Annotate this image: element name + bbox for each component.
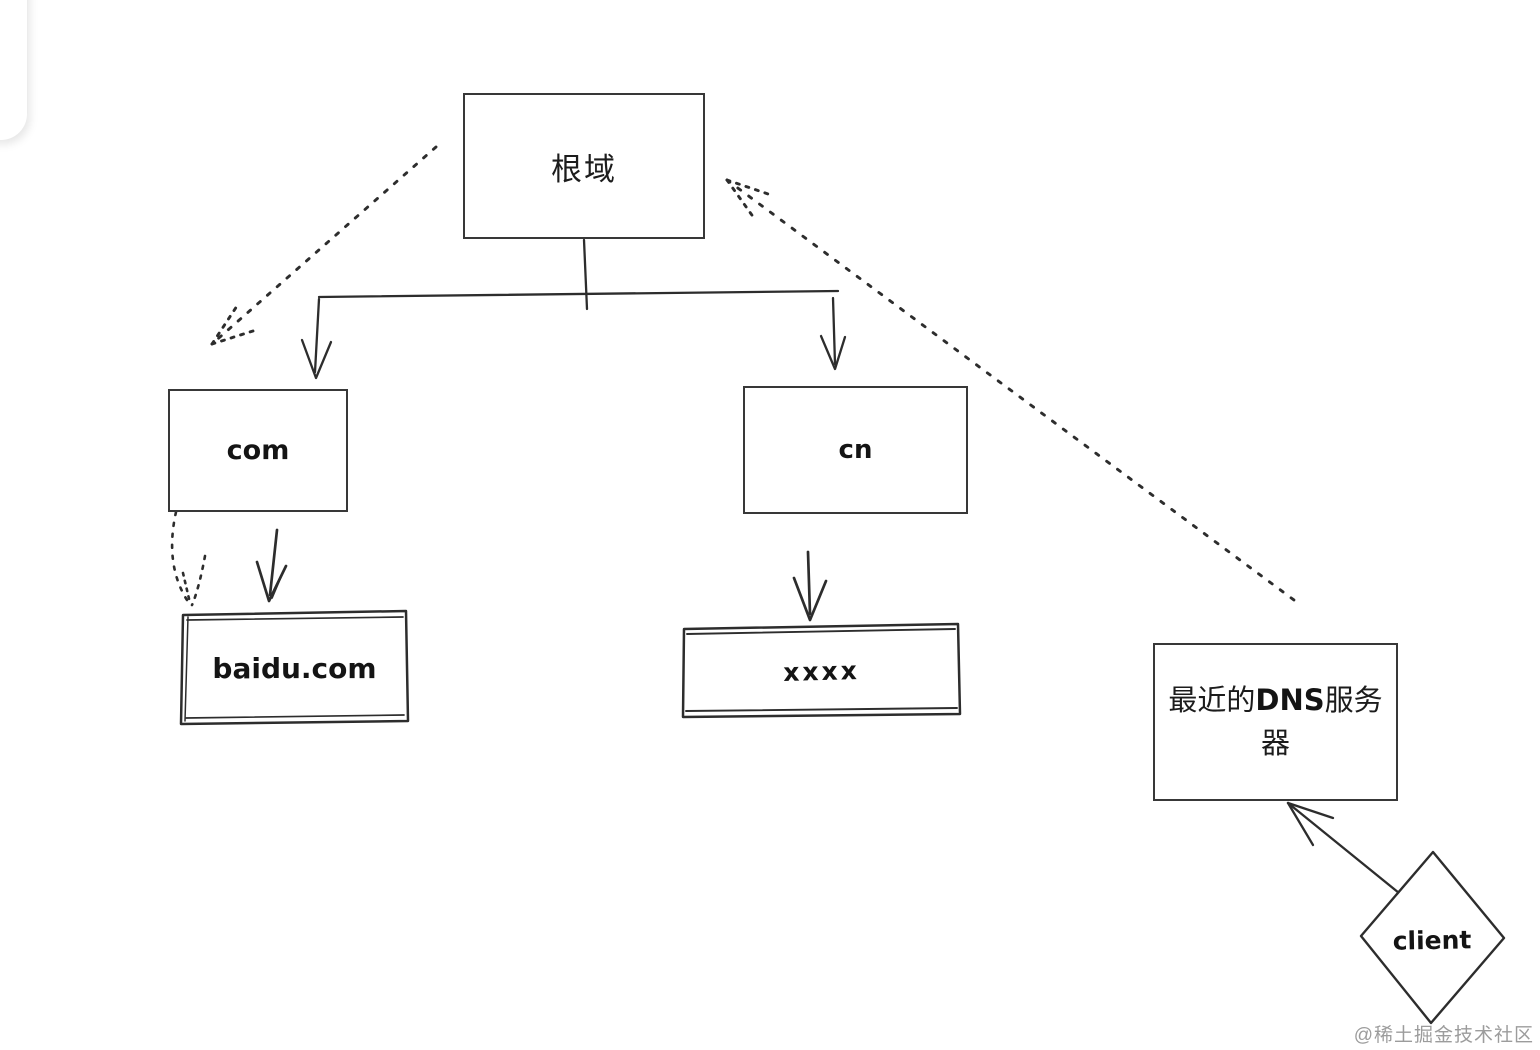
xxxx-box-outline	[681, 622, 962, 719]
edge-root-stem	[582, 238, 589, 311]
edge-dotted-dns-to-root-barb1	[725, 178, 756, 220]
node-com: com	[168, 389, 348, 512]
edge-client-to-dns-barb2	[1286, 801, 1315, 847]
edge-dotted-dns-to-root-shaft	[725, 178, 1300, 605]
node-cn: cn	[743, 386, 968, 514]
edge-root-connector	[317, 289, 840, 299]
node-baidu-label: baidu.com	[212, 651, 377, 685]
node-root-domain-label: 根域	[551, 151, 617, 187]
node-cn-label: cn	[838, 435, 873, 465]
corner-card-fragment	[0, 0, 27, 140]
edge-root-to-cn-arrowhead	[819, 334, 847, 371]
node-root-domain: 根域	[463, 93, 705, 239]
baidu-box-outline	[179, 609, 410, 726]
node-dns-server: 最近的DNS服务 器	[1153, 643, 1398, 801]
edge-com-to-baidu-shaft	[268, 528, 279, 597]
edge-dotted-root-left-barb2	[210, 329, 255, 346]
node-com-label: com	[226, 435, 290, 466]
baidu-box-top-double	[186, 616, 404, 621]
node-dns-server-label-line2: 器	[1260, 727, 1290, 760]
node-xxxx-label: xxxx	[782, 656, 861, 687]
edge-dotted-com-to-baidu-barb2	[181, 571, 192, 605]
edge-client-to-dns-barb1	[1286, 801, 1335, 820]
node-dns-server-label-line1: 最近的DNS服务	[1168, 683, 1383, 718]
edge-root-to-cn-shaft	[831, 296, 837, 366]
edge-cn-to-xxxx-shaft	[806, 550, 812, 616]
edge-dotted-com-to-baidu-barb1	[190, 554, 207, 607]
edge-dotted-root-left-shaft	[210, 145, 438, 346]
edge-dotted-root-left-barb1	[210, 304, 239, 346]
dns-acronym: DNS	[1255, 683, 1325, 718]
edge-root-to-com-shaft	[313, 297, 321, 374]
edge-client-to-dns-shaft	[1286, 801, 1401, 895]
edge-dotted-dns-to-root-barb2	[725, 178, 776, 198]
node-client-label: client	[1392, 924, 1472, 956]
watermark: @稀土掘金技术社区	[1353, 1025, 1534, 1046]
edge-dotted-com-to-baidu-shaft	[170, 510, 193, 608]
client-diamond	[1359, 850, 1506, 1025]
edge-root-to-com-arrowhead	[300, 338, 333, 380]
xxxx-box-bottom-double	[685, 707, 958, 712]
xxxx-box-top-double	[686, 628, 956, 635]
baidu-box-left-double	[184, 616, 189, 722]
edge-cn-to-xxxx-arrowhead	[792, 576, 828, 622]
edge-com-to-baidu-arrowhead-stroke2	[271, 571, 284, 599]
baidu-box-bottom-double	[185, 714, 405, 719]
